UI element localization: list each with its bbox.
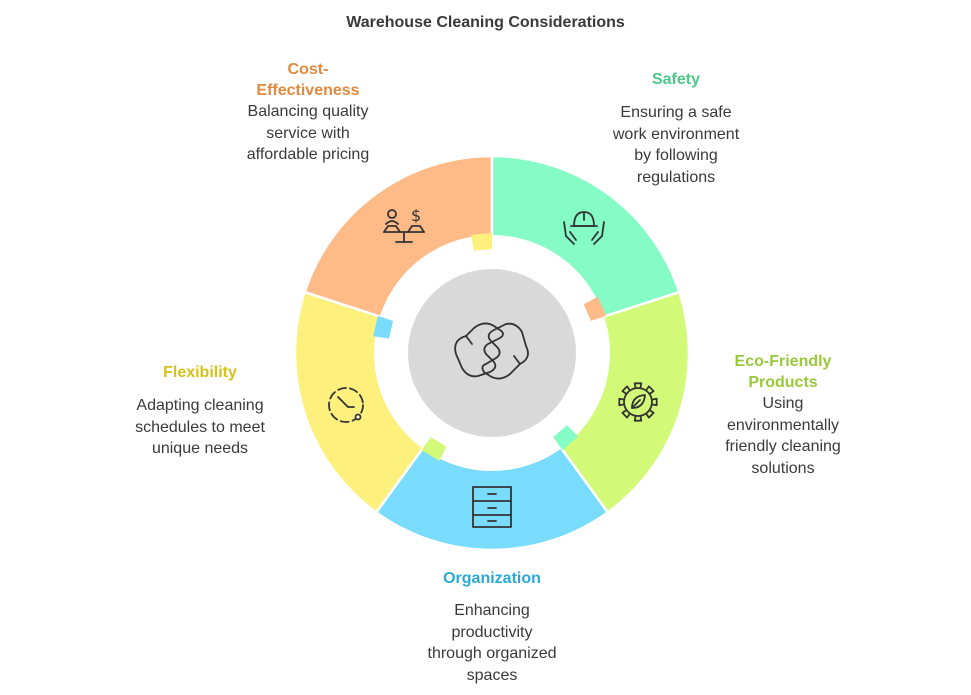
helmet-hands-icon: [563, 211, 605, 245]
segment-title-safety: Safety: [651, 71, 701, 88]
connector-tab: [553, 425, 579, 451]
connector-tab: [373, 315, 394, 339]
connector-tab: [421, 437, 447, 461]
segment-desc-org: Enhancing productivity through organized…: [427, 602, 557, 684]
svg-text:$: $: [411, 206, 421, 225]
connector-tab: [583, 296, 607, 321]
segment-desc-eco: Using environmentally friendly cleaning …: [725, 395, 841, 477]
segment-desc-safety: Ensuring a safe work environment by foll…: [612, 104, 740, 186]
drawer-cabinet-icon: [472, 486, 512, 528]
segment-title-eco: Eco-Friendly Products: [734, 353, 832, 391]
center-circle: [404, 265, 580, 441]
clock-icon: [328, 387, 364, 423]
connector-tab: [471, 233, 492, 251]
segment-title-flex: Flexibility: [163, 364, 237, 381]
segment-title-org: Organization: [443, 570, 541, 587]
handshake-icon: [454, 322, 529, 380]
diagram-title: Warehouse Cleaning Considerations: [346, 14, 625, 31]
label-flex: Flexibility Adapting cleaning schedules …: [110, 362, 290, 460]
label-org: Organization Enhancing productivity thro…: [402, 568, 582, 686]
segment-title-cost: Cost- Effectiveness: [256, 61, 360, 99]
label-eco: Eco-Friendly Products Using environmenta…: [693, 351, 873, 479]
label-safety: Safety Ensuring a safe work environment …: [586, 69, 766, 188]
leaf-gear-icon: [618, 382, 658, 422]
label-cost: Cost- Effectiveness Balancing quality se…: [218, 59, 398, 166]
scale-money-icon: $: [383, 206, 425, 243]
segment-desc-flex: Adapting cleaning schedules to meet uniq…: [135, 397, 265, 457]
segment-desc-cost: Balancing quality service with affordabl…: [246, 103, 370, 163]
